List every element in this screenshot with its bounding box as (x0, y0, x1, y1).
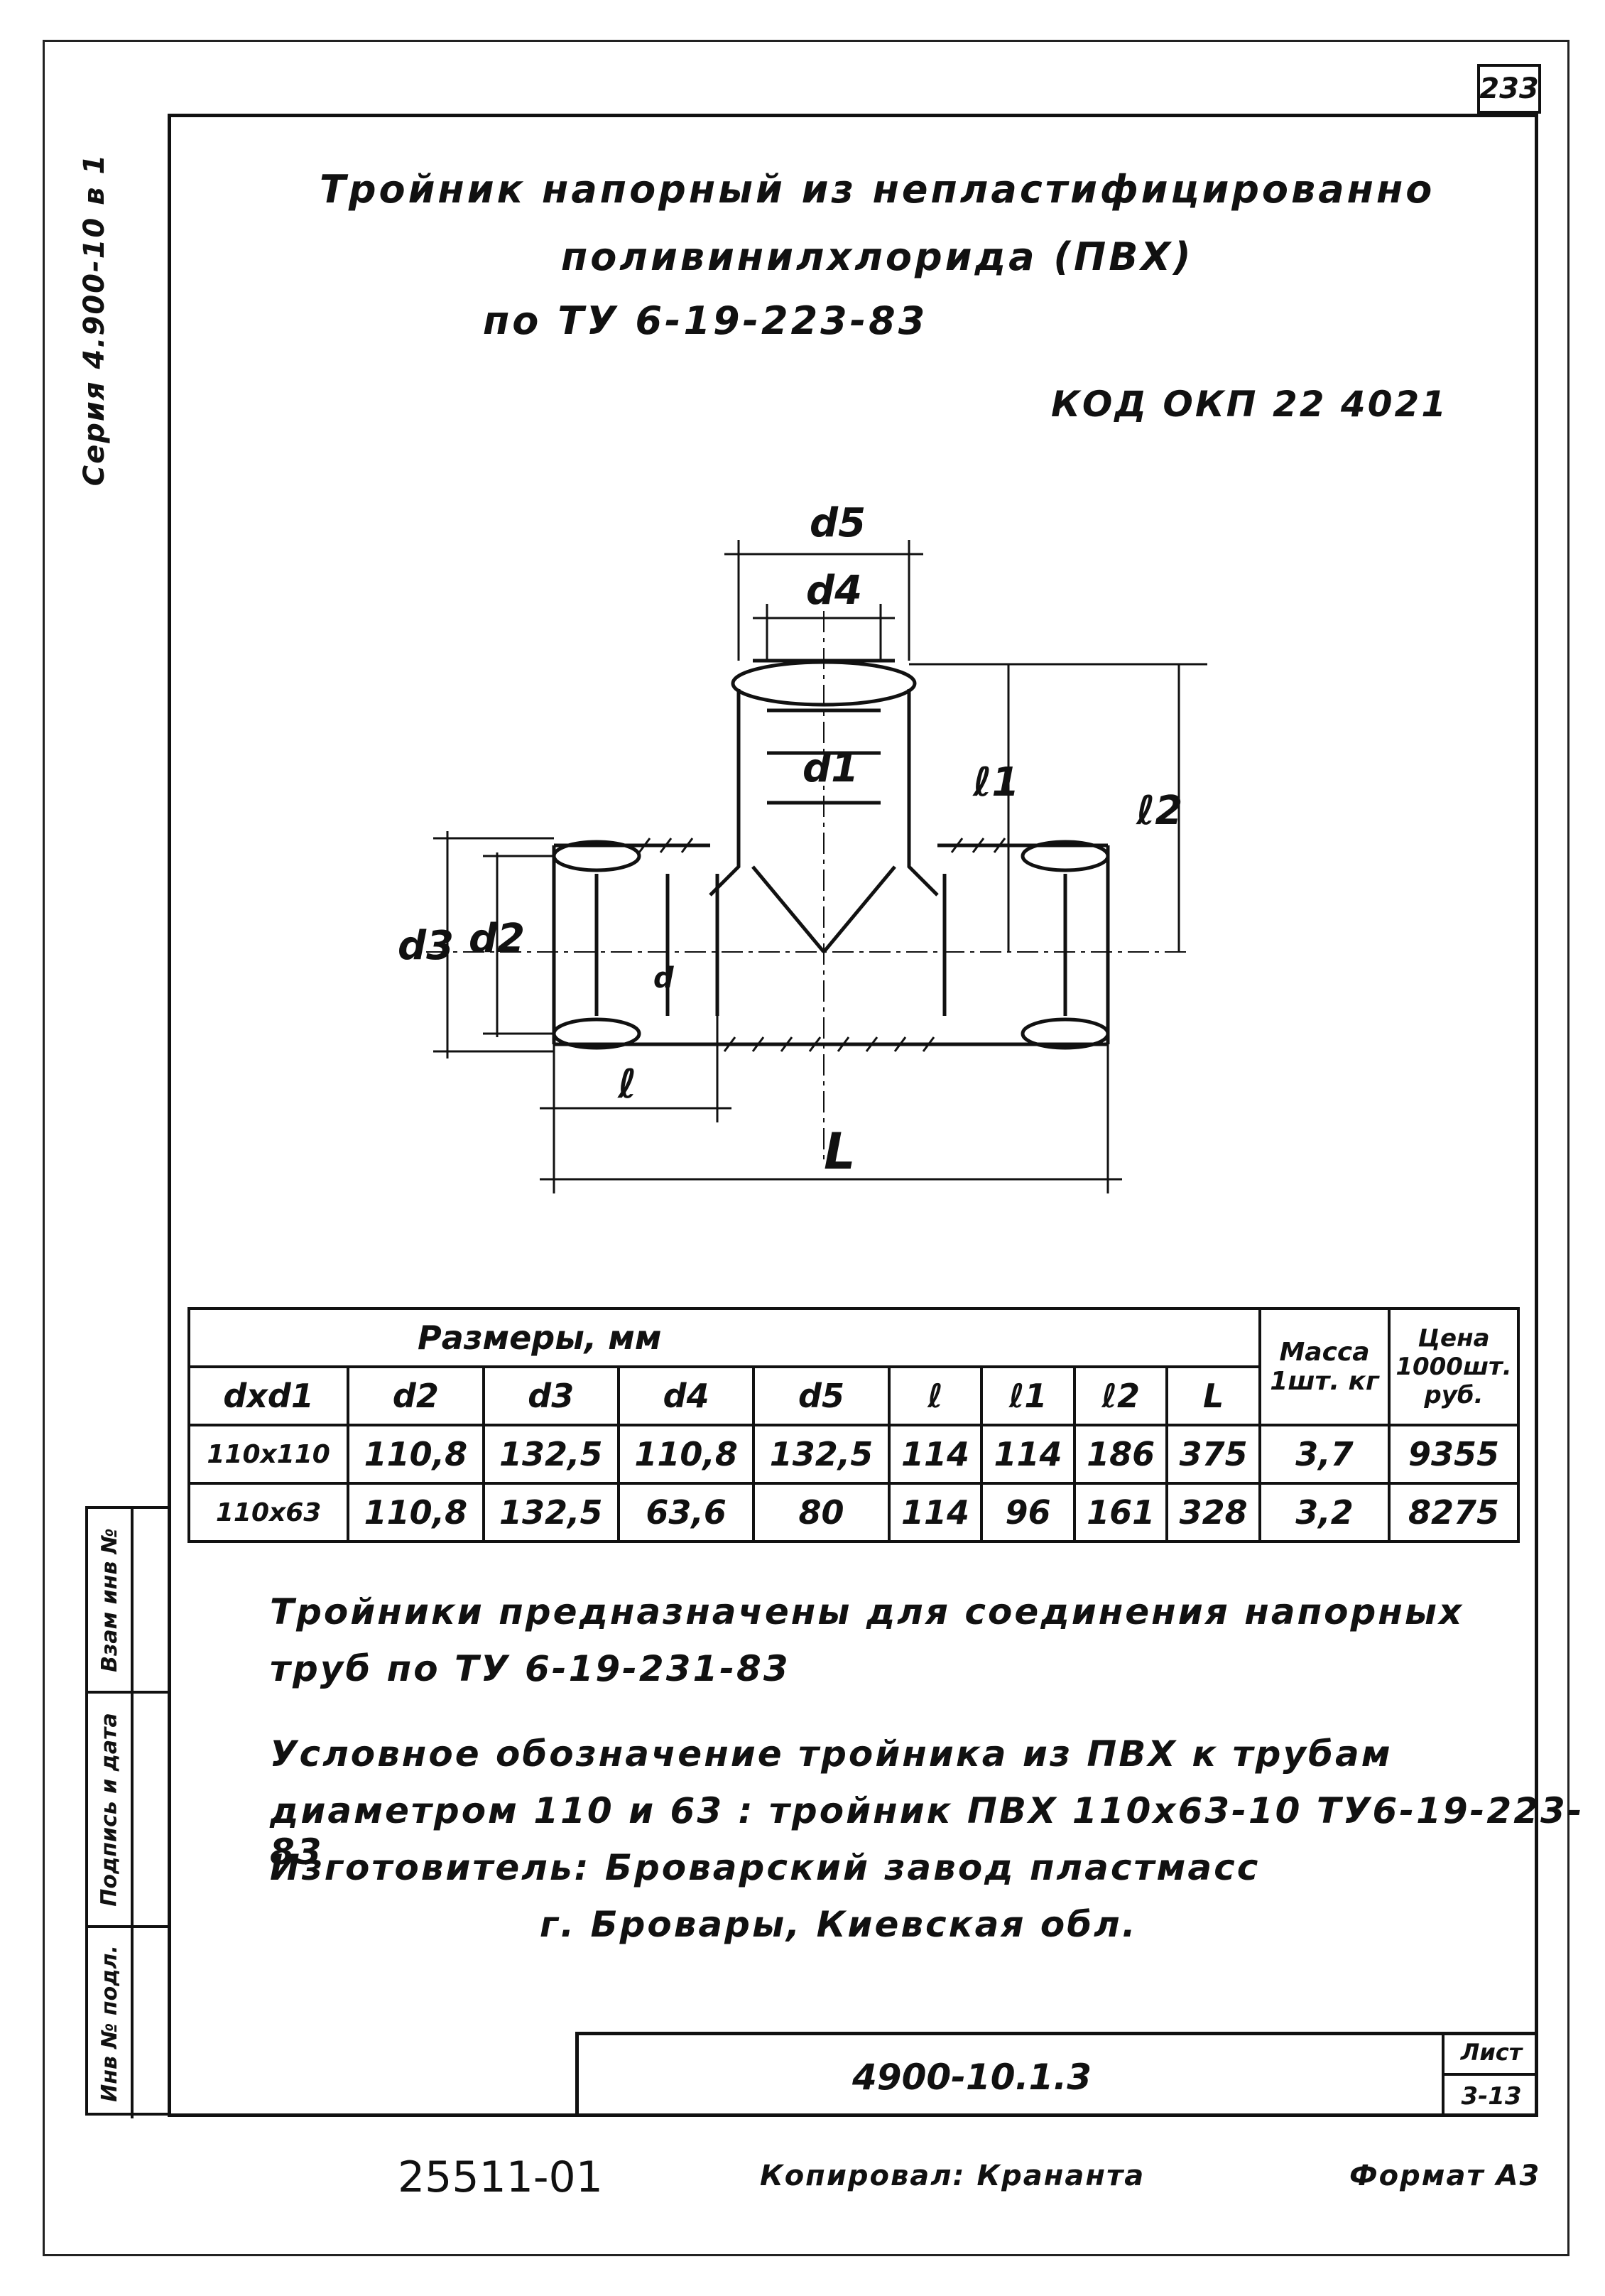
table-row: 110x63 110,8 132,5 63,6 80 114 96 161 32… (187, 1482, 1520, 1543)
sheet-value: 3-13 (1461, 2082, 1522, 2111)
cell: 8275 (1388, 1482, 1520, 1543)
cell: 110,8 (616, 1424, 756, 1485)
maker-line-2: г. Бровары, Киевская обл. (540, 1904, 1138, 1945)
cell: 161 (1072, 1482, 1169, 1543)
maker-line-1: Изготовитель: Броварский завод пластмасс (270, 1847, 1261, 1888)
sizes-header: Размеры, мм (187, 1307, 1261, 1368)
cell: 110,8 (347, 1424, 485, 1485)
dim-d5: d5 (810, 500, 866, 546)
dim-l1: ℓ1 (972, 759, 1019, 806)
cell: 114 (980, 1424, 1076, 1485)
dim-d1: d1 (802, 745, 859, 791)
col-l1: ℓ1 (980, 1365, 1076, 1426)
designation-line-1: Условное обозначение тройника из ПВХ к т… (270, 1733, 1393, 1775)
drawing-frame (168, 114, 1538, 2117)
col-d5: d5 (752, 1365, 891, 1426)
table-header-row-1: Размеры, мм Масса 1шт. кг Цена 1000шт. р… (187, 1307, 1520, 1426)
sheet-label: Лист (1444, 2032, 1538, 2076)
sheet-number: 233 (1477, 64, 1541, 114)
sheet-cell: Лист 3-13 (1442, 2032, 1538, 2117)
cell: 63,6 (616, 1482, 756, 1543)
dim-l: ℓ (617, 1061, 636, 1108)
tee-drawing: d5 d4 d1 ℓ1 ℓ2 d3 d2 d ℓ L (398, 500, 1207, 1193)
col-dxd1: dxd1 (187, 1365, 350, 1426)
cell: 328 (1165, 1482, 1261, 1543)
okp-code: КОД ОКП 22 4021 (1051, 384, 1449, 425)
dim-d4: d4 (806, 568, 862, 614)
dim-d: d (653, 962, 674, 995)
strip-cell-inventory: Инв № подл. (88, 1928, 170, 2118)
col-d2: d2 (347, 1365, 485, 1426)
dim-L: L (824, 1122, 856, 1181)
strip-label-signature: Подпись и дата (97, 1712, 122, 1907)
cell: 132,5 (482, 1424, 620, 1485)
cell: 3,2 (1258, 1482, 1391, 1543)
copied-by: Копировал: Крананта (760, 2160, 1146, 2192)
cell: 110x63 (187, 1482, 350, 1543)
mass-header: Масса 1шт. кг (1258, 1307, 1391, 1426)
cell: 114 (887, 1424, 984, 1485)
dim-l2: ℓ2 (1136, 788, 1182, 834)
cell: 110,8 (347, 1482, 485, 1543)
format-label: Формат А3 (1349, 2160, 1541, 2192)
branch-right-wall (907, 689, 939, 897)
document-code: 4900-10.1.3 (852, 2057, 1092, 2098)
title-block (575, 2032, 1538, 2117)
cell: 110x110 (187, 1424, 350, 1485)
strip-cell-signature: Подпись и дата (88, 1694, 170, 1928)
strip-label-inventory: Инв № подл. (97, 1944, 122, 2102)
binding-strip: Взам инв № Подпись и дата Инв № подл. (85, 1506, 170, 2118)
outer-frame (43, 40, 1569, 2256)
cell: 3,7 (1258, 1424, 1391, 1485)
cell: 114 (887, 1482, 984, 1543)
col-d4: d4 (616, 1365, 756, 1426)
cell: 96 (980, 1482, 1076, 1543)
cell: 80 (752, 1482, 891, 1543)
table-header-row-2: dxd1 d2 d3 d4 d5 ℓ ℓ1 ℓ2 L (187, 1365, 1518, 1426)
archive-number: 25511-01 (398, 2152, 603, 2202)
col-l: ℓ (887, 1365, 984, 1426)
cell: 375 (1165, 1424, 1261, 1485)
col-l2: ℓ2 (1072, 1365, 1169, 1426)
cell: 132,5 (482, 1482, 620, 1543)
col-L: L (1165, 1365, 1261, 1426)
cell: 186 (1072, 1424, 1169, 1485)
dim-d2: d2 (469, 916, 525, 962)
title-line-3: по ТУ 6-19-223-83 (483, 298, 928, 343)
series-label: Серия 4.900-10 в 1 (78, 153, 111, 487)
strip-cell-replace: Взам инв № (88, 1509, 170, 1694)
table-row: 110x110 110,8 132,5 110,8 132,5 114 114 … (187, 1424, 1520, 1485)
price-header: Цена 1000шт. руб. (1388, 1307, 1520, 1426)
title-line-1: Тройник напорный из непластифицированно (320, 167, 1435, 212)
strip-label-replace: Взам инв № (97, 1527, 122, 1672)
spec-table: Размеры, мм Масса 1шт. кг Цена 1000шт. р… (187, 1307, 1520, 1543)
branch-left-wall (709, 689, 741, 897)
purpose-line-2: труб по ТУ 6-19-231-83 (270, 1648, 790, 1689)
cell: 9355 (1388, 1424, 1520, 1485)
title-line-2: поливинилхлорида (ПВХ) (561, 234, 1194, 279)
cell: 132,5 (752, 1424, 891, 1485)
designation-line-2: диаметром 110 и 63 : тройник ПВХ 110x63-… (270, 1790, 1584, 1873)
purpose-line-1: Тройники предназначены для соединения на… (270, 1591, 1464, 1632)
col-d3: d3 (482, 1365, 620, 1426)
dim-d3: d3 (398, 923, 454, 969)
